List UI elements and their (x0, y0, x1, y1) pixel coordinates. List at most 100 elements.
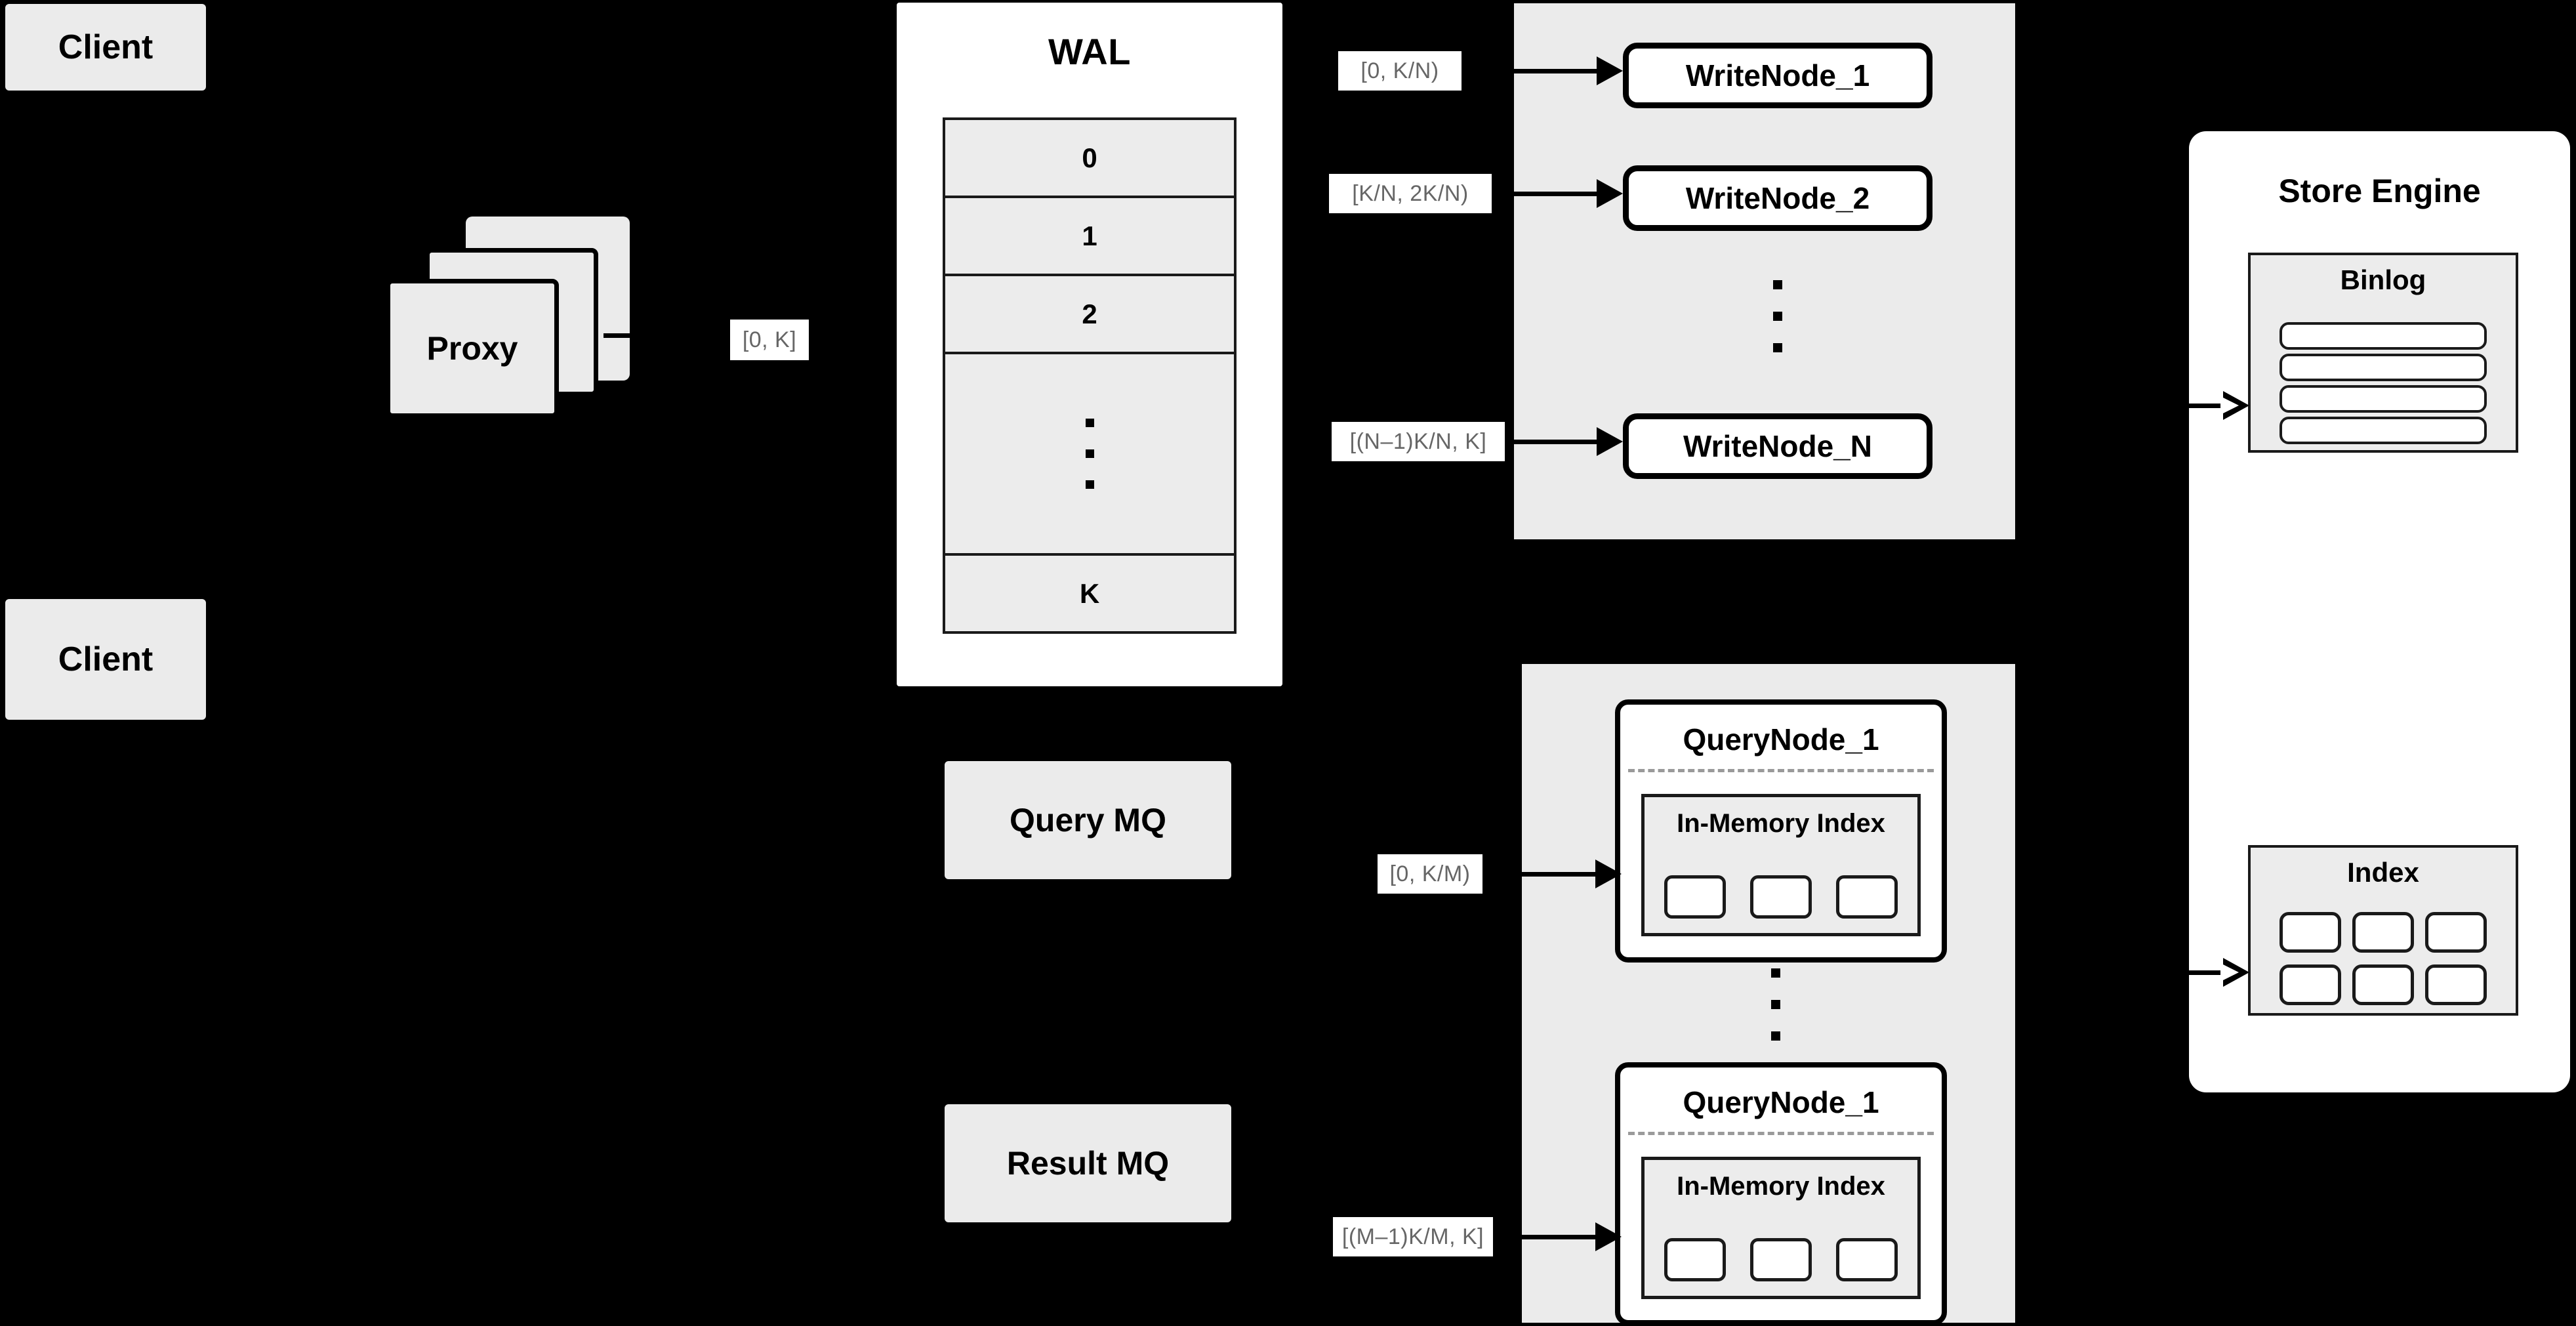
ellipsis-dot (1773, 343, 1782, 352)
write-node-group: WriteNode_1 WriteNode_2 WriteNode_N (1514, 3, 2015, 539)
query-node-separator (1628, 769, 1934, 772)
binlog-row[interactable] (2280, 417, 2487, 444)
arrow-head-icon (1597, 179, 1623, 208)
index-cell[interactable] (2280, 912, 2341, 953)
index-cell[interactable] (2425, 912, 2487, 953)
write-node-n[interactable]: WriteNode_N (1623, 413, 1932, 479)
ellipsis-dot (1773, 280, 1782, 289)
store-engine-panel: Store Engine Binlog Index (2189, 131, 2570, 1092)
arrow-head-icon (1595, 860, 1622, 888)
write-node-range-label: [(N–1)K/N, K] (1349, 428, 1487, 454)
binlog-row[interactable] (2280, 322, 2487, 350)
index-cell[interactable] (2352, 964, 2414, 1005)
write-node-2[interactable]: WriteNode_2 (1623, 165, 1932, 231)
write-node-n-arrow (1514, 427, 1623, 456)
result-mq-box[interactable]: Result MQ (945, 1104, 1231, 1222)
wal-cell-last[interactable]: K (1079, 577, 1100, 609)
arrow-shaft (1514, 191, 1597, 196)
ellipsis-dot (1773, 312, 1782, 321)
binlog-box: Binlog (2248, 253, 2518, 453)
wal-table: 0 1 2 K (943, 117, 1237, 634)
ellipsis-dot (1771, 1031, 1780, 1041)
write-node-2-range-chip: [K/N, 2K/N) (1329, 174, 1492, 213)
arrow-head-icon (1597, 56, 1623, 85)
ellipsis-dot (1085, 449, 1094, 458)
index-cell[interactable] (1750, 1238, 1812, 1281)
write-node-label: WriteNode_2 (1685, 181, 1870, 215)
index-inbound-arrow (2189, 958, 2249, 987)
store-engine-title: Store Engine (2278, 173, 2481, 209)
query-mq-box[interactable]: Query MQ (945, 761, 1231, 879)
wal-panel: WAL 0 1 2 K (897, 3, 1282, 686)
query-node-label: QueryNode_1 (1683, 722, 1879, 756)
client-label: Client (58, 640, 153, 678)
client-label: Client (58, 28, 153, 66)
binlog-row[interactable] (2280, 385, 2487, 413)
write-node-1-range-chip: [0, K/N) (1338, 51, 1462, 91)
write-node-1[interactable]: WriteNode_1 (1623, 43, 1932, 108)
arrow-head-open-icon (2220, 958, 2249, 987)
write-node-n-range-chip: [(N–1)K/N, K] (1332, 422, 1505, 461)
query-node-range-label: [(M–1)K/M, K] (1341, 1224, 1484, 1249)
index-cell[interactable] (2280, 964, 2341, 1005)
index-cell[interactable] (1836, 1238, 1898, 1281)
query-node-m[interactable]: QueryNode_1 In-Memory Index (1615, 1062, 1947, 1325)
query-node-m-arrow (1522, 1222, 1622, 1251)
client-box-top[interactable]: Client (5, 4, 206, 91)
index-cell[interactable] (2425, 964, 2487, 1005)
write-node-1-arrow (1514, 56, 1623, 85)
query-node-1-range-chip: [0, K/M) (1378, 854, 1482, 894)
wal-ellipsis-cell (945, 354, 1234, 556)
wal-cell[interactable]: 2 (945, 276, 1234, 354)
in-memory-index-title: In-Memory Index (1677, 1172, 1885, 1201)
arrow-shaft (1522, 1234, 1595, 1239)
proxy-range-label: [0, K] (742, 327, 797, 352)
index-cell[interactable] (1836, 875, 1898, 919)
proxy-card-front[interactable]: Proxy (386, 279, 559, 418)
arrow-shaft (1514, 68, 1597, 73)
query-node-1-arrow (1522, 860, 1622, 888)
query-node-group: QueryNode_1 In-Memory Index QueryNode_1 (1522, 664, 2015, 1325)
write-node-range-label: [0, K/N) (1360, 58, 1439, 83)
proxy-output-connector (603, 333, 638, 338)
index-cell[interactable] (1664, 875, 1726, 919)
proxy-stack[interactable]: Proxy (380, 217, 669, 426)
binlog-row[interactable] (2280, 354, 2487, 381)
ellipsis-dot (1771, 968, 1780, 978)
arrow-shaft (2189, 970, 2223, 975)
index-cell[interactable] (2352, 912, 2414, 953)
in-memory-index-box: In-Memory Index (1641, 794, 1921, 936)
result-mq-label: Result MQ (1006, 1145, 1170, 1182)
query-node-range-label: [0, K/M) (1389, 861, 1471, 886)
index-cell[interactable] (1664, 1238, 1726, 1281)
write-node-label: WriteNode_N (1683, 429, 1872, 463)
wal-cell[interactable]: 0 (945, 120, 1234, 198)
query-node-1[interactable]: QueryNode_1 In-Memory Index (1615, 699, 1947, 963)
in-memory-index-title: In-Memory Index (1677, 809, 1885, 838)
write-node-range-label: [K/N, 2K/N) (1352, 180, 1469, 206)
query-node-label: QueryNode_1 (1683, 1085, 1879, 1119)
proxy-range-chip: [0, K] (730, 320, 809, 360)
write-node-ellipsis (1773, 280, 1782, 352)
wal-cell[interactable]: 1 (945, 198, 1234, 276)
ellipsis-dot (1085, 480, 1094, 489)
write-node-2-arrow (1514, 179, 1623, 208)
index-box: Index (2248, 845, 2518, 1016)
arrow-shaft (1514, 439, 1597, 444)
index-cell[interactable] (1750, 875, 1812, 919)
ellipsis-dot (1771, 1000, 1780, 1009)
binlog-title: Binlog (2340, 264, 2426, 295)
arrow-head-open-icon (2220, 391, 2249, 420)
arrow-shaft (2189, 403, 2223, 408)
arrow-head-icon (1597, 427, 1623, 456)
query-mq-label: Query MQ (1010, 802, 1166, 839)
query-node-m-range-chip: [(M–1)K/M, K] (1333, 1217, 1493, 1256)
ellipsis-dot (1085, 419, 1094, 427)
write-node-label: WriteNode_1 (1685, 58, 1870, 93)
query-node-ellipsis (1771, 968, 1780, 1041)
client-box-bottom[interactable]: Client (5, 599, 206, 720)
index-title: Index (2347, 857, 2419, 888)
arrow-shaft (1522, 871, 1595, 877)
binlog-inbound-arrow (2189, 391, 2249, 420)
